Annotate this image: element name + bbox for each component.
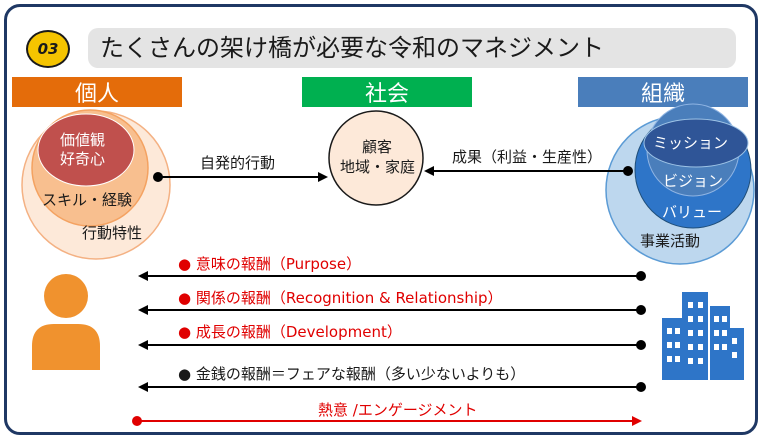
values-curiosity-label: 価値観 好奇心 xyxy=(60,131,106,168)
reward-bullet-3: ● xyxy=(178,323,192,341)
reward-bullet-1: ● xyxy=(178,255,192,273)
reward-text-2: 関係の報酬（Recognition & Relationship） xyxy=(195,289,503,307)
reward-text-3: 成長の報酬（Development） xyxy=(195,323,402,341)
slide-title: たくさんの架け橋が必要な令和のマネジメント xyxy=(100,34,604,62)
customer-label: 顧客 xyxy=(362,138,393,156)
reward-bullet-4: ● xyxy=(178,365,192,383)
value-label: バリュー xyxy=(662,203,723,221)
behavior-traits-label: 行動特性 xyxy=(82,224,143,242)
mission-label: ミッション xyxy=(653,134,729,152)
reward-text-1: 意味の報酬（Purpose） xyxy=(195,255,362,273)
reward-label-1: ● 意味の報酬（Purpose） xyxy=(178,255,361,273)
community-family-label: 地域・家庭 xyxy=(340,158,416,176)
society-circle xyxy=(328,110,424,206)
number-badge: 03 xyxy=(26,30,70,68)
organization-core-circle xyxy=(643,118,749,168)
reward-label-2: ● 関係の報酬（Recognition & Relationship） xyxy=(178,289,503,307)
reward-label-3: ● 成長の報酬（Development） xyxy=(178,323,402,341)
building-icon xyxy=(660,288,746,384)
reward-label-4: ● 金銭の報酬＝フェアな報酬（多い少ないよりも） xyxy=(178,365,525,383)
category-society: 社会 xyxy=(302,77,472,107)
category-individual: 個人 xyxy=(12,77,182,107)
person-icon xyxy=(30,270,102,374)
engagement-label: 熱意 /エンゲージメント xyxy=(318,401,478,419)
title-bar xyxy=(88,28,736,68)
individual-inner-circle xyxy=(37,113,135,187)
reward-text-4: 金銭の報酬＝フェアな報酬（多い少ないよりも） xyxy=(195,365,526,383)
slide-frame xyxy=(4,4,758,435)
voluntary-action-label: 自発的行動 xyxy=(200,154,276,172)
vision-label: ビジョン xyxy=(663,172,724,190)
outcome-label: 成果（利益・生産性） xyxy=(452,148,603,166)
skill-experience-label: スキル・経験 xyxy=(42,191,133,209)
business-activity-label: 事業活動 xyxy=(640,232,701,250)
category-organization: 組織 xyxy=(578,77,748,107)
reward-bullet-2: ● xyxy=(178,289,192,307)
